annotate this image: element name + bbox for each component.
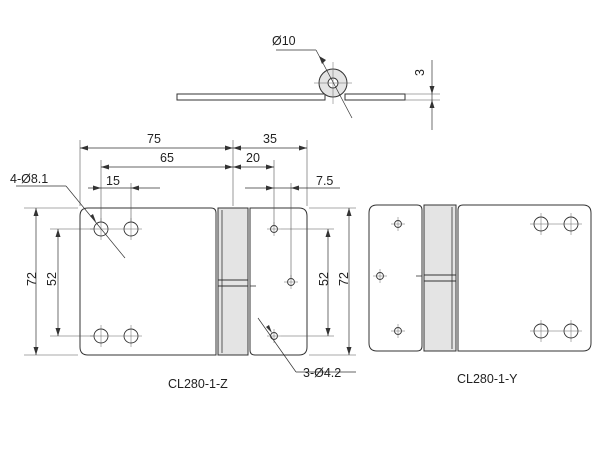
dim-52-left: 52 xyxy=(45,272,59,286)
front-view-z: 75 35 65 20 15 7.5 4-Ø8.1 3-Ø4.2 72 xyxy=(10,132,356,391)
dim-72-right: 72 xyxy=(337,272,351,286)
caption-y: CL280-1-Y xyxy=(457,372,518,386)
z-knuckle-lower xyxy=(217,285,249,356)
front-view-y: CL280-1-Y xyxy=(368,204,592,386)
y-knuckle-joint xyxy=(423,274,457,282)
caption-z: CL280-1-Z xyxy=(168,377,228,391)
top-plate-right xyxy=(344,93,406,101)
z-knuckle-upper xyxy=(217,207,249,281)
dim-52-right: 52 xyxy=(317,272,331,286)
label-3-holes: 3-Ø4.2 xyxy=(303,366,341,380)
z-right-leaf xyxy=(249,207,308,356)
y-knuckle-lower xyxy=(423,280,457,352)
z-knuckle-joint xyxy=(217,279,249,287)
top-plate-left xyxy=(176,93,326,101)
dim-65: 65 xyxy=(160,151,174,165)
y-right-leaf xyxy=(457,204,592,352)
dim-75: 75 xyxy=(147,132,161,146)
dim-20: 20 xyxy=(246,151,260,165)
top-view: Ø10 3 xyxy=(176,34,440,130)
dim-15: 15 xyxy=(106,174,120,188)
dim-72-left: 72 xyxy=(25,272,39,286)
y-left-leaf xyxy=(368,204,423,352)
top-diameter-label: Ø10 xyxy=(272,34,296,48)
dim-7-5: 7.5 xyxy=(316,174,333,188)
label-4-holes: 4-Ø8.1 xyxy=(10,172,48,186)
dim-35: 35 xyxy=(263,132,277,146)
top-thickness-label: 3 xyxy=(413,69,427,76)
y-knuckle-upper xyxy=(423,204,457,276)
